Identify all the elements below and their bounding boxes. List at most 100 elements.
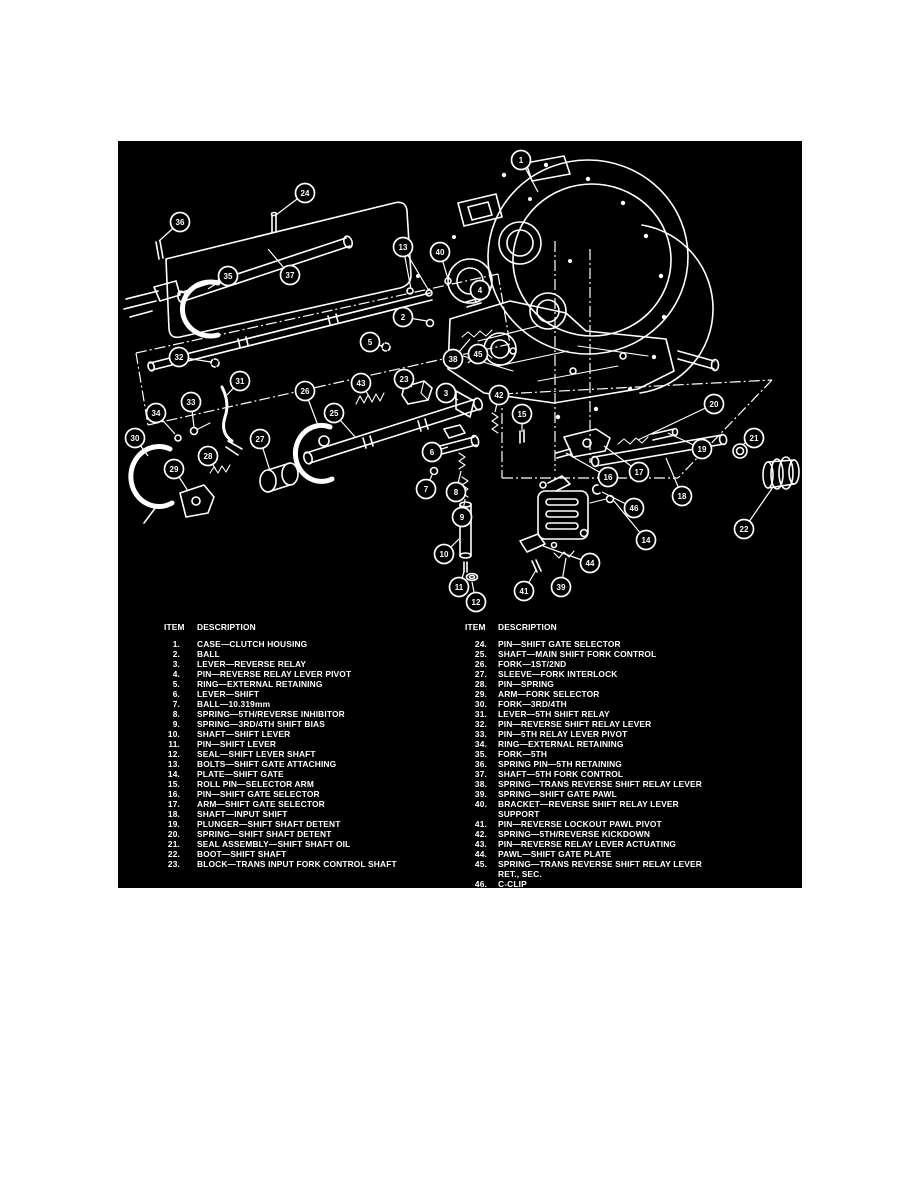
part-description: BOOT—SHIFT SHAFT [197,849,287,859]
svg-text:19: 19 [698,445,707,454]
part-item-number: 32. [474,719,487,729]
parts-list-row: 29.ARM—FORK SELECTOR [465,689,702,699]
part-item-number: 14. [167,769,180,779]
parts-list-row: 32.PIN—REVERSE SHIFT RELAY LEVER [465,719,702,729]
callout-balloon-9: 9 [451,506,473,528]
part-description: PAWL—SHIFT GATE PLATE [498,849,612,859]
part-item-number: 28. [474,679,487,689]
part-item-number: 41. [474,819,487,829]
parts-list-row: 40.BRACKET—REVERSE SHIFT RELAY LEVER [465,799,702,809]
svg-text:16: 16 [604,473,613,482]
parts-list-row: 20.SPRING—SHIFT SHAFT DETENT [164,829,397,839]
parts-list-row: 41. PIN—REVERSE LOCKOUT PAWL PIVOT [465,819,702,829]
svg-text:2: 2 [401,313,406,322]
part-description: LEVER—REVERSE RELAY [197,659,307,669]
callout-balloon-18: 18 [671,485,693,507]
svg-text:13: 13 [399,243,408,252]
svg-text:27: 27 [256,435,265,444]
callout-balloon-25: 25 [323,402,345,424]
parts-list-row: RET., SEC. [465,869,702,879]
callout-balloon-8: 8 [445,481,467,503]
part-item-number: 16. [167,789,180,799]
parts-list-row: 4.PIN—REVERSE RELAY LEVER PIVOT [164,669,397,679]
parts-list-row: 3. LEVER—REVERSE RELAY [164,659,397,669]
part-description: PIN—SHIFT GATE SELECTOR [197,789,320,799]
svg-text:9: 9 [460,513,465,522]
part-description: RING—EXTERNAL RETAINING [197,679,323,689]
part-item-number: 20. [167,829,180,839]
part-description: SHAFT—INPUT SHIFT [197,809,288,819]
parts-list-row: 45.SPRING—TRANS REVERSE SHIFT RELAY LEVE… [465,859,702,869]
parts-list-row: 8.SPRING—5TH/REVERSE INHIBITOR [164,709,397,719]
parts-list-row: 39.SPRING—SHIFT GATE PAWL [465,789,702,799]
callout-balloon-13: 13 [392,236,414,258]
leader-line [637,403,715,441]
part-description: C-CLIP [498,879,527,888]
part-item-number: 34. [474,739,487,749]
callout-balloon-15: 15 [511,403,533,425]
part-item-number: 6. [172,689,180,699]
part-description: BLOCK—TRANS INPUT FORK CONTROL SHAFT [197,859,397,869]
part-description: SPRING PIN—5TH RETAINING [498,759,622,769]
parts-list-row: 34.RING—EXTERNAL RETAINING [465,739,702,749]
callout-balloon-24: 24 [294,182,316,204]
callout-balloon-38: 38 [442,348,464,370]
part-item-number: 19. [167,819,180,829]
part-item-number: 3. [172,659,180,669]
parts-list-row: 25.SHAFT—MAIN SHIFT FORK CONTROL [465,649,702,659]
parts-list-header: ITEM DESCRIPTION [164,622,397,632]
part-item-number: 8. [172,709,180,719]
part-item-number: 35. [474,749,487,759]
part-item-number: 38. [474,779,487,789]
svg-text:11: 11 [455,583,464,592]
parts-list-row: 33.PIN—5TH RELAY LEVER PIVOT [465,729,702,739]
callout-balloon-43: 43 [350,372,372,394]
callout-balloon-31: 31 [229,370,251,392]
callout-balloon-46: 46 [623,497,645,519]
callout-balloon-3: 3 [435,382,457,404]
description-header: DESCRIPTION [197,622,256,632]
svg-text:21: 21 [750,434,759,443]
parts-list-row: 27.SLEEVE—FORK INTERLOCK [465,669,702,679]
svg-text:45: 45 [474,350,483,359]
svg-text:17: 17 [635,468,644,477]
clutch-housing [447,155,720,394]
part-item-number: 4. [172,669,180,679]
part-item-number: 22. [167,849,180,859]
callout-balloon-17: 17 [628,461,650,483]
part-description: CASE—CLUTCH HOUSING [197,639,308,649]
svg-text:12: 12 [472,598,481,607]
callout-balloon-21: 21 [743,427,765,449]
fork-cluster [128,358,335,524]
description-header: DESCRIPTION [498,622,557,632]
parts-list-row: 35.FORK—5TH [465,749,702,759]
parts-list-row: 31.LEVER—5TH SHIFT RELAY [465,709,702,719]
svg-text:37: 37 [286,271,295,280]
part-description: PIN—REVERSE LOCKOUT PAWL PIVOT [498,819,662,829]
item-header: ITEM [465,622,486,632]
callout-balloon-44: 44 [579,552,601,574]
parts-list-row: 9.SPRING—3RD/4TH SHIFT BIAS [164,719,397,729]
parts-list-row: 37.SHAFT—5TH FORK CONTROL [465,769,702,779]
parts-list-row: 26.FORK—1ST/2ND [465,659,702,669]
svg-text:22: 22 [740,525,749,534]
callout-balloon-22: 22 [733,518,755,540]
svg-text:34: 34 [152,409,161,418]
svg-text:32: 32 [175,353,184,362]
part-item-number: 26. [474,659,487,669]
svg-text:20: 20 [710,400,719,409]
parts-list-row: 43.PIN—REVERSE RELAY LEVER ACTUATING [465,839,702,849]
parts-list-row: 46.C-CLIP [465,879,702,888]
callout-balloon-39: 39 [550,576,572,598]
part-description: SLEEVE—FORK INTERLOCK [498,669,618,679]
part-item-number: 23. [167,859,180,869]
callout-balloon-41: 41 [513,580,535,602]
callout-balloon-34: 34 [145,402,167,424]
parts-list-row: 28.PIN—SPRING [465,679,702,689]
callout-balloon-33: 33 [180,391,202,413]
shift-rails [147,277,484,465]
callout-balloon-6: 6 [421,441,443,463]
